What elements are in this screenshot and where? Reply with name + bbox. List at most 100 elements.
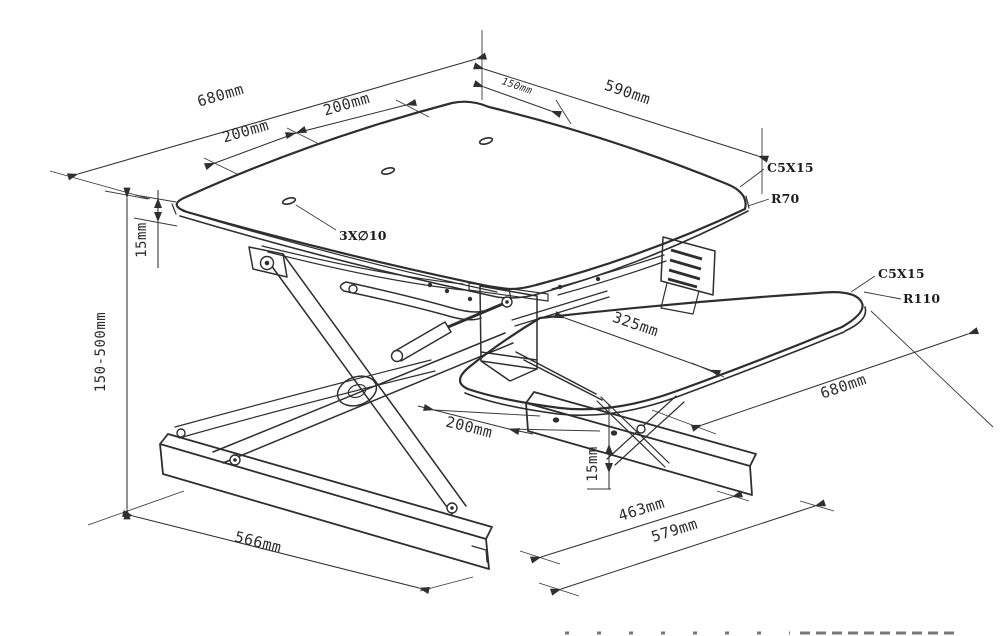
desktop-hole-1 bbox=[281, 197, 297, 205]
desk-lug bbox=[248, 246, 288, 278]
dim-label-15mm-base: 15mm bbox=[585, 446, 601, 482]
scissor-arm-cross bbox=[212, 332, 514, 464]
desktop-underframe bbox=[261, 245, 667, 296]
callout-desktop-holes: 3X∅10 bbox=[295, 204, 387, 243]
extension-line bbox=[134, 194, 177, 203]
tray-bracket bbox=[660, 236, 716, 315]
dim-label-325mm: 325mm bbox=[610, 308, 661, 341]
dim-label-200mm-right: 200mm bbox=[321, 89, 372, 120]
extension-line bbox=[870, 310, 994, 428]
extension-line bbox=[286, 127, 320, 145]
dim-label-200mm-left: 200mm bbox=[220, 116, 271, 147]
underframe-rivet bbox=[427, 282, 433, 288]
dim-label-200mm-base: 200mm bbox=[444, 413, 495, 442]
leader-line bbox=[850, 275, 876, 293]
dim-label-566mm: 566mm bbox=[233, 528, 284, 557]
gas-spring-cylinder bbox=[394, 321, 452, 362]
desktop-mounting-holes bbox=[281, 137, 494, 205]
leader-line bbox=[739, 168, 765, 188]
dimension-line bbox=[122, 509, 430, 595]
extension-line bbox=[203, 157, 238, 175]
gas-spring-mount-center bbox=[505, 300, 509, 304]
underframe-rivet bbox=[467, 296, 473, 302]
dimension-line bbox=[203, 126, 308, 170]
dimension-line bbox=[549, 499, 827, 596]
handle-lever bbox=[339, 281, 484, 321]
base-rail-right bbox=[525, 391, 757, 496]
dimension-line bbox=[285, 98, 417, 140]
arrow-up bbox=[605, 444, 613, 454]
column-plate bbox=[479, 285, 538, 382]
dim-label-680mm-tray: 680mm bbox=[818, 370, 869, 403]
dimension-line bbox=[690, 327, 980, 432]
desktop-hole-3 bbox=[478, 137, 494, 145]
extension-line bbox=[419, 576, 474, 592]
rail-hole bbox=[552, 417, 560, 423]
gas-spring-mount bbox=[390, 349, 404, 363]
dim-height-range: 150-500mm bbox=[87, 187, 185, 526]
dimension-line bbox=[472, 62, 770, 163]
base-pivot-center bbox=[233, 458, 237, 462]
rail-right-body bbox=[525, 391, 757, 496]
arrow-down bbox=[605, 463, 613, 473]
dimension-line bbox=[417, 405, 435, 411]
dimension-line bbox=[423, 403, 520, 436]
slotted-bracket-plate bbox=[660, 236, 716, 296]
dim-desktop-thickness: 15mm bbox=[133, 190, 178, 268]
center-column bbox=[468, 282, 549, 382]
gas-spring-rod bbox=[447, 301, 506, 329]
rail-hole bbox=[610, 430, 618, 436]
callout-label-r70: R70 bbox=[771, 191, 799, 206]
underframe-rivet bbox=[444, 288, 450, 294]
tray-outline bbox=[458, 291, 864, 411]
dim-base-depth: 463mm 579mm bbox=[519, 490, 835, 597]
dim-label-590mm: 590mm bbox=[602, 76, 653, 109]
dim-tray-length: 680mm bbox=[651, 310, 994, 435]
dimension-line bbox=[67, 52, 487, 181]
callout-tray-radius: R110 bbox=[863, 291, 940, 306]
dim-label-680mm-top: 680mm bbox=[195, 80, 246, 111]
gas-spring bbox=[390, 296, 513, 363]
dim-tray-offset: 325mm bbox=[553, 308, 725, 378]
leader-line bbox=[747, 198, 770, 207]
scissor-arm-front bbox=[267, 253, 467, 515]
release-handle bbox=[339, 281, 484, 321]
leader-line bbox=[863, 291, 902, 300]
arrow-down bbox=[154, 212, 162, 222]
pivot-boss bbox=[336, 375, 378, 407]
callout-label-r110: R110 bbox=[903, 291, 940, 306]
lug-pivot-center bbox=[264, 260, 270, 266]
dim-base-hole-spacing: 200mm bbox=[417, 403, 601, 442]
callout-desktop-chamfer: C5X15 bbox=[739, 160, 814, 188]
underframe-rivet bbox=[557, 284, 563, 290]
callout-label-c5x15-top: C5X15 bbox=[767, 160, 814, 175]
underframe-rivet bbox=[595, 276, 601, 282]
dim-label-579mm: 579mm bbox=[649, 514, 700, 545]
base-pivot-center bbox=[450, 506, 454, 510]
bracket-vent-slots bbox=[667, 248, 703, 289]
leader-line bbox=[295, 204, 337, 231]
tray-hanger bbox=[660, 282, 700, 315]
extension-line bbox=[87, 490, 185, 526]
dim-label-15mm-top: 15mm bbox=[134, 222, 150, 258]
handle-grip-end bbox=[348, 284, 358, 294]
callout-desktop-radius: R70 bbox=[747, 191, 799, 207]
callout-label-3x10: 3X∅10 bbox=[339, 228, 387, 243]
callout-label-c5x15-tray: C5X15 bbox=[878, 266, 925, 281]
pivot-hub bbox=[347, 383, 367, 399]
extension-line bbox=[49, 170, 151, 200]
rail-left-notch bbox=[471, 545, 488, 563]
rear-arm-curve bbox=[174, 359, 436, 439]
extension-line bbox=[133, 217, 178, 227]
dimension-line bbox=[553, 311, 722, 377]
dim-hole-spacing: 200mm 200mm bbox=[203, 89, 430, 175]
column-top-plate bbox=[468, 282, 549, 302]
dim-label-height-range: 150-500mm bbox=[93, 312, 109, 392]
callout-tray-chamfer: C5X15 bbox=[850, 266, 925, 293]
dim-desktop-width: 680mm bbox=[49, 30, 487, 200]
extension-line bbox=[508, 428, 601, 432]
extension-line bbox=[555, 99, 572, 125]
rear-arm-bolt bbox=[176, 428, 186, 438]
